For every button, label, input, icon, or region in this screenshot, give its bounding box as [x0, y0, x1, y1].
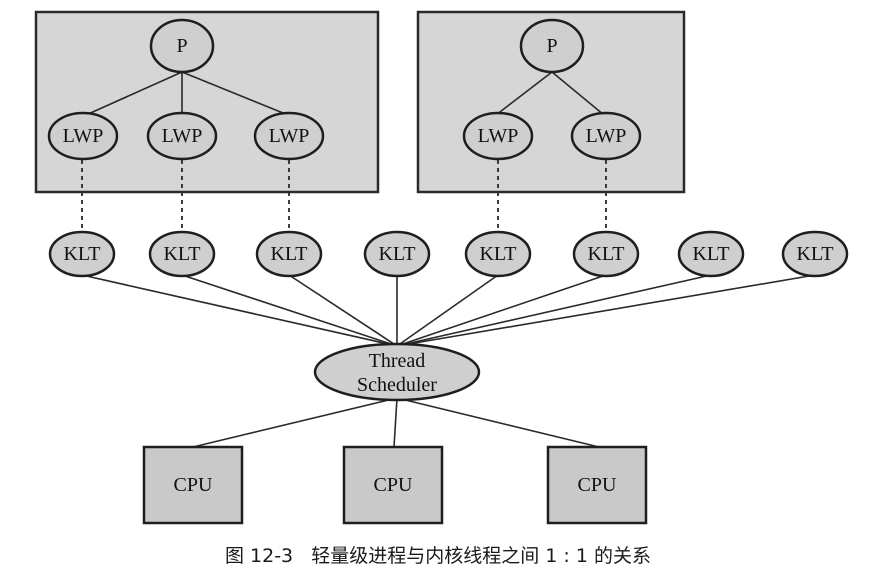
- klt-node: KLT: [255, 230, 323, 278]
- klt-node: KLT: [677, 230, 745, 278]
- klt-label: KLT: [587, 243, 624, 265]
- klt-node: KLT: [572, 230, 640, 278]
- process-label: P: [176, 35, 187, 57]
- process-node-2: P: [519, 18, 585, 74]
- klt-scheduler-links: [81, 274, 816, 347]
- lwp-label: LWP: [478, 125, 519, 147]
- cpu-label: CPU: [374, 474, 413, 496]
- klt-node: KLT: [148, 230, 216, 278]
- process-tree-lines: [85, 71, 605, 116]
- klt-label: KLT: [270, 243, 307, 265]
- cpu-box: CPU: [342, 445, 444, 525]
- lwp-klt-links: [81, 160, 607, 232]
- klt-node: KLT: [781, 230, 849, 278]
- klt-node: KLT: [464, 230, 532, 278]
- klt-label: KLT: [479, 243, 516, 265]
- klt-label: KLT: [692, 243, 729, 265]
- lwp-label: LWP: [586, 125, 627, 147]
- klt-node: KLT: [48, 230, 116, 278]
- process-node-1: P: [149, 18, 215, 74]
- figure-caption: 图 12-3 轻量级进程与内核线程之间 1 : 1 的关系: [225, 545, 651, 567]
- scheduler-label-line1: Thread: [369, 350, 426, 372]
- lwp-label: LWP: [162, 125, 203, 147]
- lwp-node: LWP: [47, 111, 119, 161]
- klt-label: KLT: [63, 243, 100, 265]
- lwp-label: LWP: [269, 125, 310, 147]
- klt-label: KLT: [163, 243, 200, 265]
- cpu-box: CPU: [546, 445, 648, 525]
- thread-scheduler-node: Thread Scheduler: [313, 342, 481, 402]
- scheduler-label-line2: Scheduler: [357, 374, 437, 396]
- cpu-label: CPU: [174, 474, 213, 496]
- lwp-label: LWP: [63, 125, 104, 147]
- lwp-node: LWP: [570, 111, 642, 161]
- klt-label: KLT: [796, 243, 833, 265]
- scheduler-cpu-links: [192, 397, 600, 448]
- lwp-node: LWP: [253, 111, 325, 161]
- klt-label: KLT: [378, 243, 415, 265]
- process-label: P: [546, 35, 557, 57]
- cpu-box: CPU: [142, 445, 244, 525]
- lwp-node: LWP: [146, 111, 218, 161]
- lwp-node: LWP: [462, 111, 534, 161]
- cpu-label: CPU: [578, 474, 617, 496]
- klt-node: KLT: [363, 230, 431, 278]
